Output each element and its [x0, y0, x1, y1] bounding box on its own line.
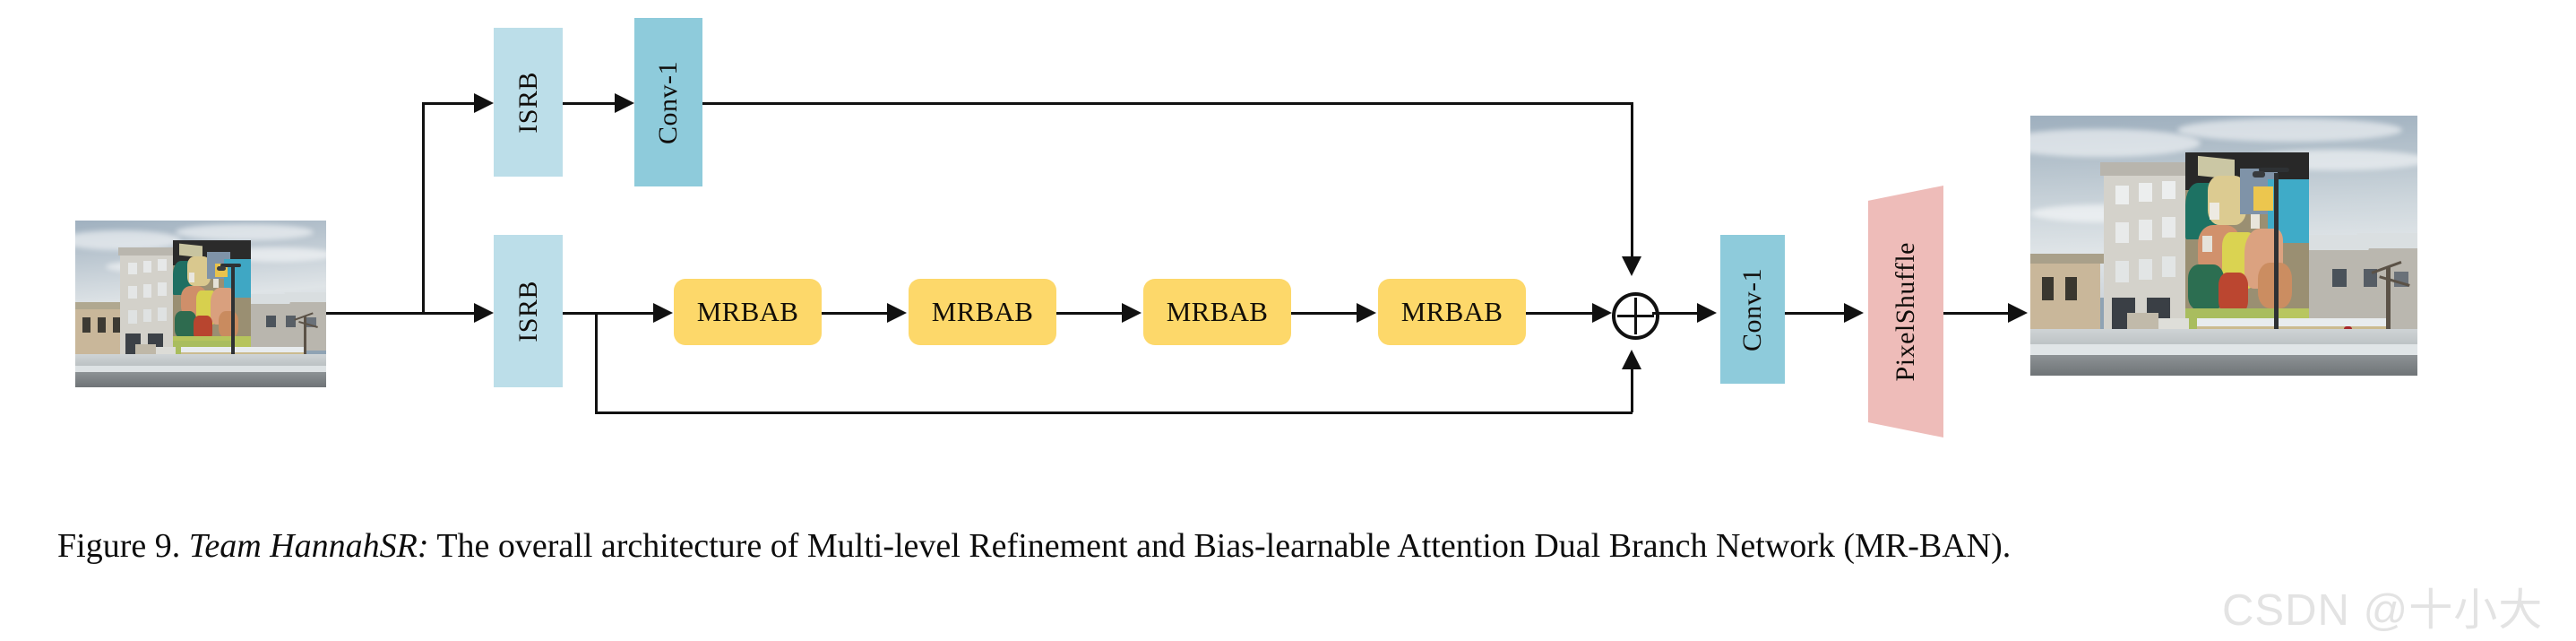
arrow-into-output-image: [2008, 303, 2028, 323]
road: [75, 372, 326, 387]
wire-bottom-isrb-to-mrbab1: [563, 312, 653, 315]
wire-long-skip-across: [595, 411, 1633, 414]
arrow-into-bottom-isrb: [474, 303, 494, 323]
wire-mrbab3-to-mrbab4: [1291, 312, 1357, 315]
arrow-into-merge-bottom: [1622, 350, 1641, 369]
block-top-conv1-label: Conv-1: [653, 60, 683, 144]
caption-team: Team HannahSR:: [188, 527, 429, 565]
wire-mrbab2-to-mrbab3: [1056, 312, 1122, 315]
block-mrbab-1[interactable]: MRBAB: [674, 279, 822, 345]
block-mrbab-3[interactable]: MRBAB: [1143, 279, 1291, 345]
block-top-isrb-label: ISRB: [513, 71, 543, 134]
csdn-watermark: CSDN @十小大: [2222, 586, 2544, 635]
arrow-into-top-isrb: [474, 93, 494, 113]
block-mrbab-1-label: MRBAB: [696, 296, 799, 327]
wire-top-merge-down: [1631, 102, 1633, 256]
output-image: [2030, 116, 2417, 376]
arrow-into-tail-conv: [1697, 303, 1717, 323]
wire-input-to-split: [326, 312, 425, 315]
block-mrbab-4[interactable]: MRBAB: [1378, 279, 1526, 345]
wire-merge-to-conv: [1652, 312, 1697, 315]
block-mrbab-2-label: MRBAB: [931, 296, 1034, 327]
arrow-into-mrbab-3: [1122, 303, 1142, 323]
wire-top-conv-to-merge: [702, 102, 1633, 105]
wire-long-skip-up: [1631, 369, 1633, 412]
block-mrbab-2[interactable]: MRBAB: [909, 279, 1056, 345]
wire-pixelshuffle-to-output: [1943, 312, 2008, 315]
block-pixelshuffle-label: PixelShuffle: [1891, 241, 1920, 382]
caption-prefix: Figure 9.: [57, 527, 181, 565]
block-mrbab-3-label: MRBAB: [1166, 296, 1269, 327]
arrow-into-mrbab-1: [653, 303, 673, 323]
block-bottom-isrb[interactable]: ISRB: [494, 235, 563, 387]
arrow-into-pixelshuffle: [1844, 303, 1864, 323]
arrow-into-merge-left: [1592, 303, 1612, 323]
arrow-into-merge-top: [1622, 256, 1641, 276]
block-tail-conv1-label: Conv-1: [1737, 267, 1767, 351]
caption-body: The overall architecture of Multi-level …: [436, 527, 2012, 565]
block-top-isrb[interactable]: ISRB: [494, 28, 563, 177]
wire-split-vertical: [422, 102, 425, 315]
block-mrbab-4-label: MRBAB: [1400, 296, 1503, 327]
wire-mrbab1-to-mrbab2: [822, 312, 887, 315]
figure-caption: Figure 9. Team HannahSR: The overall arc…: [57, 525, 2557, 567]
wire-mrbab4-to-merge: [1526, 312, 1592, 315]
wire-split-to-top-isrb: [422, 102, 474, 105]
block-pixelshuffle[interactable]: PixelShuffle: [1868, 186, 1943, 437]
wire-conv-to-pixelshuffle: [1785, 312, 1844, 315]
arrow-into-top-conv: [615, 93, 634, 113]
road: [2030, 354, 2417, 376]
arrow-into-mrbab-4: [1357, 303, 1376, 323]
wire-long-skip-down: [595, 312, 598, 414]
wire-top-isrb-to-conv: [563, 102, 615, 105]
block-bottom-isrb-label: ISRB: [513, 280, 543, 342]
merge-add-node[interactable]: [1612, 292, 1659, 340]
block-tail-conv1[interactable]: Conv-1: [1720, 235, 1785, 384]
mural: [2184, 152, 2310, 334]
mural: [173, 240, 251, 354]
wire-split-to-bottom-isrb: [422, 312, 474, 315]
block-top-conv1[interactable]: Conv-1: [634, 18, 702, 186]
arrow-into-mrbab-2: [887, 303, 907, 323]
input-image: [75, 221, 326, 387]
